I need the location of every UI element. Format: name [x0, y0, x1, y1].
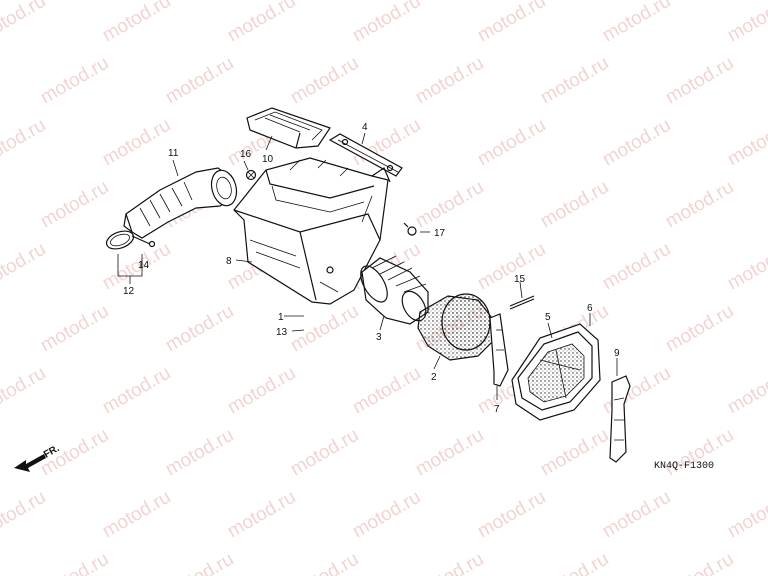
watermark-text: motod.ru: [599, 115, 674, 171]
watermark-text: motod.ru: [287, 425, 362, 481]
watermark-text: motod.ru: [599, 0, 674, 46]
callout-14: 14: [138, 260, 150, 271]
watermark-text: motod.ru: [537, 177, 612, 233]
watermark-text: motod.ru: [0, 239, 49, 295]
watermark-text: motod.ru: [37, 53, 112, 109]
watermark-text: motod.ru: [474, 487, 549, 543]
watermark-text: motod.ru: [412, 177, 487, 233]
watermark-text: motod.ru: [662, 549, 737, 576]
part-17-screw: [403, 222, 417, 236]
watermark-text: motod.ru: [287, 301, 362, 357]
diagram-code: KN4Q-F1300: [654, 461, 714, 472]
watermark-text: motod.ru: [162, 53, 237, 109]
watermark-text: motod.ru: [412, 549, 487, 576]
part-10-top-cover: [246, 107, 331, 149]
watermark-text: motod.ru: [37, 177, 112, 233]
callout-3: 3: [376, 332, 382, 343]
watermark-text: motod.ru: [0, 487, 49, 543]
part-15-pin: [509, 295, 535, 310]
watermark-text: motod.ru: [662, 301, 737, 357]
part-16-screw: [245, 169, 257, 181]
watermark-text: motod.ru: [99, 0, 174, 46]
watermark-text: motod.ru: [662, 177, 737, 233]
callout-7: 7: [494, 404, 500, 415]
callout-12: 12: [123, 286, 135, 297]
callout-8: 8: [226, 256, 232, 267]
watermark-text: motod.ru: [162, 301, 237, 357]
callout-11: 11: [168, 148, 179, 159]
watermark-text: motod.ru: [0, 363, 49, 419]
watermark-text: motod.ru: [474, 239, 549, 295]
part-11-intake-duct: [123, 167, 238, 239]
watermark-text: motod.ru: [537, 425, 612, 481]
callouts: 11 16 10 4 8 17 1 13 3 2 15 5 6 7 9 14 1…: [123, 122, 620, 415]
watermark-text: motod.ru: [349, 487, 424, 543]
watermark-text: motod.ru: [599, 363, 674, 419]
watermark-text: motod.ru: [99, 487, 174, 543]
watermark-text: motod.ru: [0, 115, 49, 171]
watermark-text: motod.ru: [224, 363, 299, 419]
watermark-text: motod.ru: [474, 0, 549, 46]
callout-1: 1: [278, 312, 284, 323]
callout-13: 13: [276, 327, 288, 338]
watermark-text: motod.ru: [537, 549, 612, 576]
part-12-clamp: [105, 230, 156, 250]
watermark-text: motod.ru: [287, 549, 362, 576]
part-9-tube: [609, 375, 631, 463]
watermark-text: motod.ru: [724, 487, 768, 543]
callout-4: 4: [362, 122, 368, 133]
part-7-strap: [489, 313, 509, 387]
watermark-text: motod.ru: [724, 363, 768, 419]
watermark-text: motod.ru: [162, 425, 237, 481]
watermark-text: motod.ru: [599, 487, 674, 543]
watermark-text: motod.ru: [0, 0, 49, 46]
part-5-6-cover: [511, 323, 601, 421]
watermark-text: motod.ru: [349, 363, 424, 419]
watermark-text: motod.ru: [99, 115, 174, 171]
watermark-text: motod.ru: [224, 487, 299, 543]
watermark-text: motod.ru: [287, 53, 362, 109]
watermark-text: motod.ru: [724, 239, 768, 295]
watermark-text: motod.ru: [537, 53, 612, 109]
callout-10: 10: [262, 154, 274, 165]
part-8-air-cleaner-case: [233, 157, 391, 305]
leader-lines: [117, 132, 618, 400]
watermark-text: motod.ru: [412, 53, 487, 109]
watermark-text: motod.ru: [412, 425, 487, 481]
watermark-text: motod.ru: [599, 239, 674, 295]
watermark-text: motod.ru: [662, 53, 737, 109]
watermark-text: motod.ru: [37, 301, 112, 357]
watermark-text: motod.ru: [724, 0, 768, 46]
part-2-foam-element: [417, 293, 495, 361]
watermark-text: motod.ru: [224, 0, 299, 46]
watermark-text: motod.ru: [349, 0, 424, 46]
watermark-text: motod.ru: [724, 115, 768, 171]
callout-15: 15: [514, 274, 526, 285]
watermark-text: motod.ru: [474, 115, 549, 171]
callout-6: 6: [587, 303, 593, 314]
watermark-text: motod.ru: [162, 549, 237, 576]
callout-5: 5: [545, 312, 551, 323]
callout-2: 2: [431, 372, 437, 383]
watermark-text: motod.ru: [37, 549, 112, 576]
callout-16: 16: [240, 149, 252, 160]
part-4-bracket: [328, 133, 403, 177]
callout-9: 9: [614, 348, 620, 359]
watermark-text: motod.ru: [99, 363, 174, 419]
callout-17: 17: [434, 228, 446, 239]
